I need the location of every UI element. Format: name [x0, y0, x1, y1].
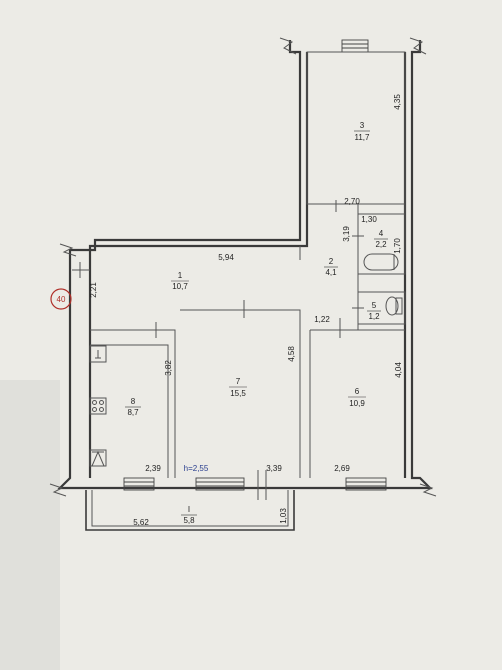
balcony-label: I 5,8 — [181, 505, 197, 525]
room-4-label: 4 2,2 — [374, 229, 388, 249]
room-1-label: 1 10,7 — [171, 271, 189, 291]
dim-5-94: 5,94 — [218, 253, 234, 262]
dim-1-03: 1,03 — [279, 508, 288, 524]
svg-text:10,9: 10,9 — [349, 399, 365, 408]
dim-3-39: 3,39 — [266, 464, 282, 473]
svg-text:5,8: 5,8 — [183, 516, 195, 525]
svg-text:7: 7 — [236, 377, 241, 386]
window-room-7 — [195, 477, 245, 491]
toilet-icon — [385, 296, 403, 316]
svg-text:15,5: 15,5 — [230, 389, 246, 398]
room-6-label: 6 10,9 — [348, 387, 366, 408]
bathtub-icon — [363, 253, 399, 271]
window-room-6 — [345, 477, 387, 491]
svg-text:8: 8 — [131, 397, 136, 406]
dim-2-69: 2,69 — [334, 464, 350, 473]
svg-text:2: 2 — [329, 257, 334, 266]
door-ticks — [72, 200, 364, 338]
dim-4-35: 4,35 — [393, 94, 402, 110]
break-mark-top-right — [409, 37, 427, 55]
dim-2-21: 2,21 — [89, 282, 98, 298]
dim-1-30: 1,30 — [361, 215, 377, 224]
svg-text:I: I — [188, 505, 190, 514]
stove-icon — [89, 397, 107, 415]
dim-2-70: 2,70 — [344, 197, 360, 206]
shadow — [0, 380, 60, 670]
dim-4-58: 4,58 — [287, 346, 296, 362]
sink-icon — [89, 345, 107, 363]
partitions — [90, 203, 406, 478]
room-3-label: 3 11,7 — [354, 121, 370, 142]
window-room-8 — [123, 477, 155, 491]
boiler-icon — [89, 449, 107, 467]
svg-text:11,7: 11,7 — [355, 133, 371, 142]
svg-text:3: 3 — [360, 121, 365, 130]
apartment-number: 40 — [57, 295, 66, 304]
room-5-label: 5 1,2 — [367, 301, 381, 321]
break-mark-right — [419, 483, 437, 497]
svg-text:1,2: 1,2 — [368, 312, 380, 321]
balcony-door — [257, 470, 267, 500]
apartment-number-circle — [50, 288, 72, 310]
svg-text:5: 5 — [372, 301, 377, 310]
break-mark-top-left — [279, 37, 297, 55]
svg-text:4,1: 4,1 — [325, 268, 337, 277]
svg-text:4: 4 — [379, 229, 384, 238]
svg-text:10,7: 10,7 — [172, 282, 188, 291]
dim-1-22: 1,22 — [314, 315, 330, 324]
dim-2-39: 2,39 — [145, 464, 161, 473]
balcony-outline — [85, 490, 295, 531]
break-mark-left — [59, 243, 77, 257]
dim-3-19: 3,19 — [342, 226, 351, 242]
svg-text:1: 1 — [178, 271, 183, 280]
dim-3-82: 3,82 — [164, 360, 173, 376]
ceiling-height: h=2,55 — [184, 464, 209, 473]
dim-5-62: 5,62 — [133, 518, 149, 527]
room-7-label: 7 15,5 — [229, 377, 247, 398]
room-2-label: 2 4,1 — [324, 257, 338, 277]
dim-1-70: 1,70 — [393, 238, 402, 254]
room-8-label: 8 8,7 — [125, 397, 141, 417]
outer-wall — [57, 40, 433, 490]
svg-text:8,7: 8,7 — [127, 408, 139, 417]
svg-text:2,2: 2,2 — [375, 240, 387, 249]
svg-text:6: 6 — [355, 387, 360, 396]
break-mark-bottom-left — [49, 483, 67, 497]
dim-4-04: 4,04 — [394, 362, 403, 378]
